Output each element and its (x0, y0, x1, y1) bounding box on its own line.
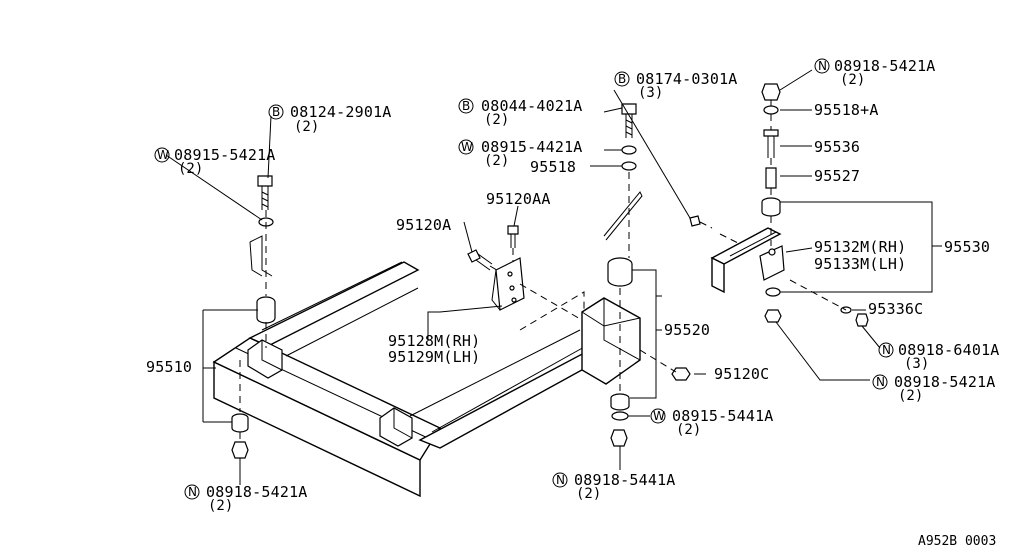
callout-08174-0301A: B 08174-0301A (3) (614, 70, 738, 101)
svg-text:08915-5421A: 08915-5421A (174, 146, 276, 164)
callout-08918-6401A: N 08918-6401A (3) (878, 341, 1000, 372)
callout-08918-5421A-right: N 08918-5421A (2) (872, 373, 996, 404)
svg-text:W: W (157, 148, 169, 162)
svg-text:(2): (2) (676, 422, 701, 438)
center-bracket-parts (467, 225, 585, 331)
upper-right-assembly (689, 83, 869, 327)
callout-08918-5421A-bottom: N 08918-5421A (2) (184, 483, 308, 514)
callout-95120A: 95120A (396, 216, 451, 234)
callout-08915-5441A: W 08915-5441A (2) (650, 407, 774, 438)
callout-95518A: 95518+A (814, 101, 879, 119)
callout-95518: 95518 (530, 158, 576, 176)
callout-08915-4421A: W 08915-4421A (2) (458, 138, 583, 169)
svg-text:08918-5421A: 08918-5421A (894, 373, 996, 391)
svg-text:(2): (2) (484, 112, 509, 128)
diagram-code: A952B 0003 (918, 534, 996, 549)
svg-text:08918-6401A: 08918-6401A (898, 341, 1000, 359)
callout-95520: 95520 (664, 321, 710, 339)
svg-text:(2): (2) (294, 119, 319, 135)
callout-95336C: 95336C (868, 300, 923, 318)
svg-text:08044-4021A: 08044-4021A (481, 97, 583, 115)
svg-text:N: N (882, 343, 891, 357)
callout-95133M: 95133M(LH) (814, 255, 906, 273)
svg-text:(3): (3) (904, 356, 929, 372)
callout-95128M: 95128M(RH) (388, 332, 480, 350)
callout-95129M: 95129M(LH) (388, 348, 480, 366)
callout-08918-5441A: N 08918-5441A (2) (552, 471, 676, 502)
callout-labels: B 08124-2901A (2) W 08915-5421A (2) B 08… (146, 57, 1000, 514)
callout-08044-4021A: B 08044-4021A (2) (458, 97, 583, 128)
callout-95120AA: 95120AA (486, 190, 551, 208)
svg-text:08918-5421A: 08918-5421A (206, 483, 308, 501)
svg-text:08918-5441A: 08918-5441A (574, 471, 676, 489)
svg-text:N: N (818, 59, 827, 73)
frame-assembly (212, 261, 641, 498)
svg-text:W: W (653, 409, 665, 423)
callout-95530: 95530 (944, 238, 990, 256)
svg-text:(2): (2) (576, 486, 601, 502)
leader-lines (165, 69, 942, 485)
svg-text:(2): (2) (898, 388, 923, 404)
svg-text:08174-0301A: 08174-0301A (636, 70, 738, 88)
callout-08918-5421A-top: N 08918-5421A (2) (814, 57, 936, 88)
svg-text:08915-4421A: 08915-4421A (481, 138, 583, 156)
svg-text:W: W (461, 140, 473, 154)
callout-95536: 95536 (814, 138, 860, 156)
svg-text:(3): (3) (638, 85, 663, 101)
svg-text:08124-2901A: 08124-2901A (290, 103, 392, 121)
callout-08124-2901A: B 08124-2901A (2) (268, 103, 392, 135)
svg-text:(2): (2) (208, 498, 233, 514)
callout-95510: 95510 (146, 358, 192, 376)
svg-text:N: N (876, 375, 885, 389)
svg-text:(2): (2) (178, 161, 203, 177)
svg-text:08918-5421A: 08918-5421A (834, 57, 936, 75)
left-mount-parts (231, 175, 276, 459)
callout-08915-5421A-left: W 08915-5421A (2) (154, 146, 276, 177)
callout-95132M: 95132M(RH) (814, 238, 906, 256)
svg-text:(2): (2) (840, 72, 865, 88)
svg-text:B: B (618, 72, 626, 86)
svg-text:N: N (188, 485, 197, 499)
svg-text:B: B (272, 105, 280, 119)
svg-text:08915-5441A: 08915-5441A (672, 407, 774, 425)
svg-text:N: N (556, 473, 565, 487)
right-mount-parts (603, 103, 691, 447)
callout-95120C: 95120C (714, 365, 769, 383)
svg-text:B: B (462, 99, 470, 113)
svg-text:(2): (2) (484, 153, 509, 169)
callout-95527: 95527 (814, 167, 860, 185)
